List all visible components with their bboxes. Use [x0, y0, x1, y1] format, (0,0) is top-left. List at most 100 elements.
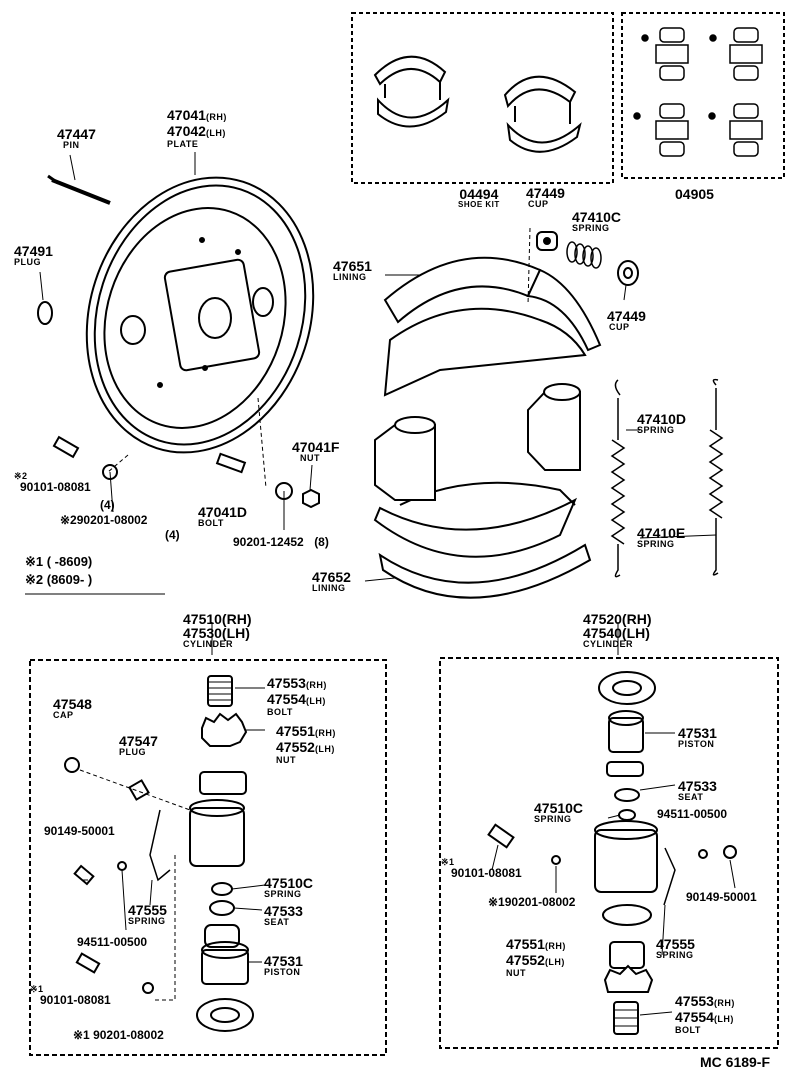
- part-quantity: (8): [314, 535, 329, 549]
- label-47410E: 47410E SPRING: [637, 526, 685, 549]
- label-R-94511: 94511-00500: [657, 808, 727, 820]
- part-name: BOLT: [198, 518, 224, 528]
- label-L-94511: 94511-00500: [77, 936, 147, 948]
- part-number: 47041D: [198, 504, 248, 520]
- part-number: 47551: [506, 936, 545, 952]
- label-47041D: 47041D BOLT: [198, 505, 247, 528]
- plug-drawing: [37, 301, 53, 325]
- part-number: 47548: [53, 696, 92, 712]
- part-number: 47531: [678, 725, 717, 741]
- part-suffix: (LH): [314, 744, 335, 754]
- part-number: 47510C: [534, 800, 584, 816]
- part-number: ※290201-08002: [60, 513, 148, 527]
- part-name: PLATE: [167, 139, 199, 149]
- part-suffix: (RH): [544, 941, 566, 951]
- label-L-90101: ※1 90101-08081: [30, 984, 111, 1007]
- part-number: 47447: [57, 126, 96, 142]
- spring-47410E-drawing: [708, 378, 724, 576]
- label-47449-right: 47449 CUP: [607, 309, 646, 332]
- part-name: SEAT: [678, 792, 704, 802]
- part-name: CYLINDER: [583, 639, 634, 649]
- part-name: SEAT: [264, 917, 290, 927]
- brake-shoe-upper: [383, 256, 602, 397]
- part-number: 47410D: [637, 411, 687, 427]
- part-mark: ※1: [30, 984, 44, 994]
- part-number: 47520(RH): [583, 611, 652, 627]
- label-L-47547: 47547 PLUG: [119, 734, 158, 757]
- label-90201-08002-top: ※290201-08002 (4): [60, 514, 180, 541]
- part-suffix: (RH): [314, 728, 336, 738]
- part-number: 47041: [167, 107, 206, 123]
- part-suffix: (RH): [713, 998, 735, 1008]
- part-number: 47553: [267, 675, 306, 691]
- part-number: 47551: [276, 723, 315, 739]
- part-number: 47555: [128, 902, 167, 918]
- label-L-47548: 47548 CAP: [53, 697, 92, 720]
- part-name: CAP: [53, 710, 74, 720]
- part-number: 47540(LH): [583, 625, 650, 641]
- cup-47449b-drawing: [617, 260, 639, 286]
- part-name: CUP: [609, 322, 630, 332]
- part-suffix: (RH): [305, 680, 327, 690]
- spring-47410C-drawing: [566, 241, 602, 269]
- bolt-47041D-drawing: [215, 452, 247, 474]
- part-number: 47041F: [292, 439, 340, 455]
- label-qty-4a: (4): [100, 497, 115, 513]
- part-suffix: (LH): [713, 1014, 734, 1024]
- part-number: 04905: [675, 186, 714, 202]
- part-suffix: (LH): [205, 128, 226, 138]
- label-R-47555: 47555 SPRING: [656, 937, 695, 960]
- part-name: CUP: [528, 199, 549, 209]
- label-47041: 47041(RH) 47042(LH) PLATE: [167, 108, 227, 149]
- part-mark: ※2: [14, 471, 28, 481]
- shoe-kit-box: [351, 12, 614, 184]
- part-number: 47554: [675, 1009, 714, 1025]
- part-number: 47553: [675, 993, 714, 1009]
- label-L-47510C: 47510C SPRING: [264, 876, 313, 899]
- label-L-47531: 47531 PISTON: [264, 954, 303, 977]
- part-suffix: (LH): [544, 957, 565, 967]
- part-name: SPRING: [264, 889, 302, 899]
- part-quantity: (4): [100, 498, 115, 512]
- part-name: PISTON: [678, 739, 715, 749]
- cup-kit-box: [621, 12, 785, 179]
- spring-47410D-drawing: [610, 379, 626, 578]
- part-number: 47449: [607, 308, 646, 324]
- label-47491: 47491 PLUG: [14, 244, 53, 267]
- part-number: 47530(LH): [183, 625, 250, 641]
- part-number: 04494: [459, 186, 499, 202]
- label-R-90201: ※190201-08002: [488, 896, 575, 908]
- part-number: 47552: [506, 952, 545, 968]
- part-number: 47533: [264, 903, 303, 919]
- legend-line-2: ※2 (8609- ): [25, 572, 93, 587]
- right-cylinder-title: 47520(RH) 47540(LH) CYLINDER: [583, 612, 651, 649]
- part-number: 47491: [14, 243, 53, 259]
- part-name: SPRING: [637, 539, 675, 549]
- legend-line-1: ※1 ( -8609): [25, 554, 93, 569]
- label-47447: 47447 PIN: [57, 127, 96, 150]
- label-R-47553: 47553(RH) 47554(LH) BOLT: [675, 994, 735, 1035]
- label-90201-12452: 90201-12452 (8): [233, 534, 329, 550]
- part-number: 47651: [333, 258, 372, 274]
- part-name: SPRING: [656, 950, 694, 960]
- nut-47041F-drawing: [302, 488, 320, 509]
- cup-47449-drawing: [536, 231, 558, 251]
- label-47410C: 47410C SPRING: [572, 210, 621, 233]
- part-suffix: (LH): [305, 696, 326, 706]
- right-cylinder-drawing: [487, 671, 737, 1035]
- label-90101-08081-top: ※2 90101-08081: [14, 471, 91, 494]
- part-number: ※190201-08002: [488, 895, 576, 909]
- part-name: PLUG: [14, 257, 42, 267]
- label-R-47531: 47531 PISTON: [678, 726, 717, 749]
- label-R-90101: ※1 90101-08081: [441, 858, 522, 880]
- part-name: NUT: [506, 968, 526, 978]
- label-R-47551: 47551(RH) 47552(LH) NUT: [506, 937, 566, 978]
- label-L-90201: ※1 90201-08002: [73, 1029, 164, 1041]
- left-cylinder-title: 47510(RH) 47530(LH) CYLINDER: [183, 612, 251, 649]
- backing-plate-drawing: [85, 176, 315, 454]
- part-number: 47552: [276, 739, 315, 755]
- part-name: PIN: [63, 140, 80, 150]
- pin-drawing: [51, 178, 111, 205]
